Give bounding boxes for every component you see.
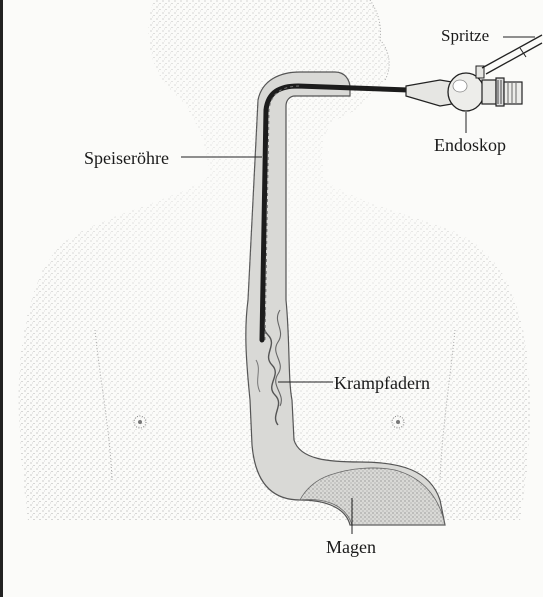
label-speiseroehre: Speiseröhre (84, 149, 169, 167)
syringe (482, 35, 542, 74)
label-magen: Magen (326, 538, 376, 556)
endoscope-handle (406, 66, 522, 111)
label-spritze: Spritze (441, 27, 489, 44)
label-krampfadern: Krampfadern (334, 374, 430, 392)
label-endoskop: Endoskop (434, 136, 506, 154)
